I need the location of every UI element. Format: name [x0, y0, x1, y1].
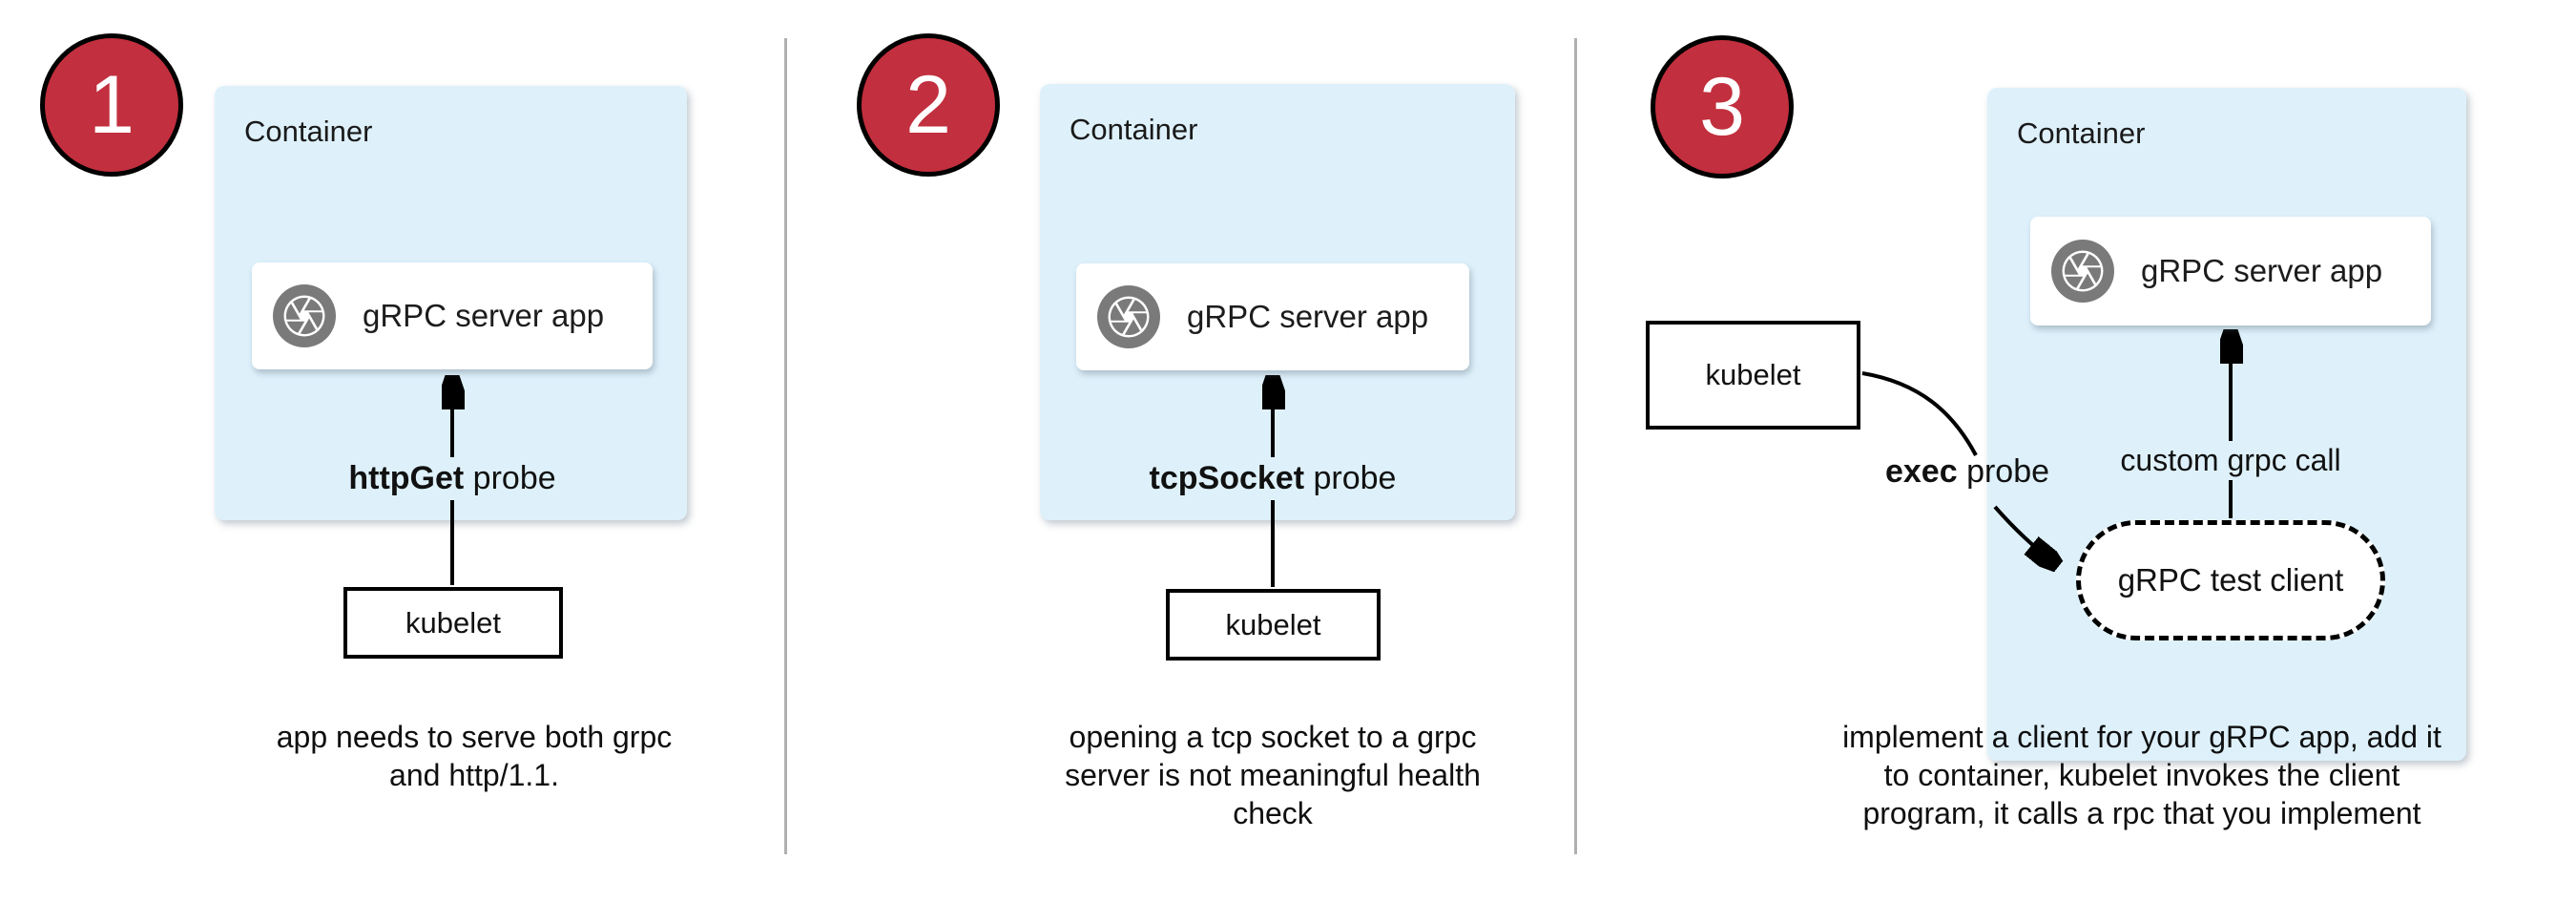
exec-probe-curve-upper [1861, 371, 1978, 456]
step-badge-1: 1 [40, 33, 183, 177]
grpc-server-app-box-2: gRPC server app [1076, 263, 1469, 370]
aperture-icon [1097, 285, 1160, 348]
grpc-test-client-label: gRPC test client [2117, 562, 2344, 598]
kubelet-label: kubelet [405, 605, 501, 640]
caption-line: server is not meaningful health [1065, 758, 1481, 792]
custom-grpc-call-label: custom grpc call [2112, 441, 2349, 480]
aperture-icon [273, 284, 336, 347]
caption-line: to container, kubelet invokes the client [1883, 758, 2400, 792]
step-badge-2: 2 [857, 33, 1000, 177]
caption-panel-1: app needs to serve both grpc and http/1.… [188, 718, 760, 794]
caption-line: app needs to serve both grpc [276, 720, 673, 754]
container-label: Container [2017, 116, 2146, 150]
tcpsocket-probe-label: tcpSocket probe [1139, 457, 1406, 500]
probe-suffix: probe [464, 460, 556, 496]
panel-divider-2 [1574, 38, 1577, 854]
step-number: 2 [905, 59, 951, 151]
kubelet-box-3: kubelet [1646, 321, 1860, 430]
kubelet-label: kubelet [1225, 607, 1321, 641]
grpc-server-app-label: gRPC server app [1187, 299, 1429, 334]
caption-line: and http/1.1. [389, 758, 559, 792]
caption-line: program, it calls a rpc that you impleme… [1862, 796, 2421, 830]
container-box-3: Container [1987, 88, 2466, 761]
caption-line: implement a client for your gRPC app, ad… [1842, 720, 2441, 754]
step-number: 3 [1699, 61, 1745, 153]
panel-divider-1 [784, 38, 787, 854]
caption-panel-3: implement a client for your gRPC app, ad… [1808, 718, 2476, 832]
grpc-server-app-box-1: gRPC server app [252, 262, 653, 369]
probe-keyword: exec [1884, 453, 1958, 490]
caption-panel-2: opening a tcp socket to a grpc server is… [987, 718, 1559, 832]
container-label: Container [244, 115, 373, 148]
caption-line: opening a tcp socket to a grpc [1069, 720, 1477, 754]
probe-suffix: probe [1957, 453, 2050, 490]
kubelet-label: kubelet [1705, 358, 1801, 391]
kubelet-box-1: kubelet [343, 587, 563, 659]
exec-probe-label: exec probe [1876, 451, 2059, 493]
probe-keyword: tcpSocket [1149, 460, 1305, 496]
container-label: Container [1070, 113, 1198, 146]
grpc-server-app-box-3: gRPC server app [2030, 217, 2431, 325]
kubelet-box-2: kubelet [1166, 589, 1381, 661]
grpc-server-app-label: gRPC server app [2141, 253, 2383, 288]
aperture-icon [2051, 240, 2114, 303]
httpget-probe-label: httpGet probe [339, 457, 566, 500]
probe-keyword: httpGet [348, 460, 465, 496]
step-badge-3: 3 [1651, 35, 1794, 178]
probe-suffix: probe [1304, 460, 1397, 496]
grpc-server-app-label: gRPC server app [363, 298, 605, 333]
caption-line: check [1233, 796, 1313, 830]
grpc-test-client-box: gRPC test client [2076, 520, 2385, 640]
step-number: 1 [89, 59, 135, 151]
